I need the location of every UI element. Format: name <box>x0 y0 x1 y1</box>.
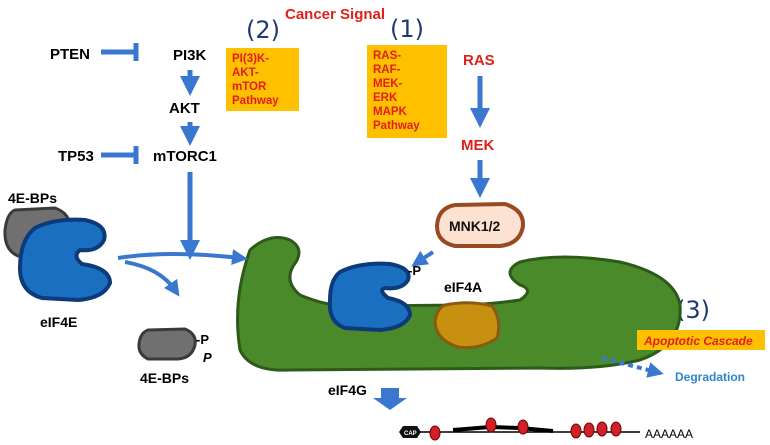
eif4e-protein <box>17 217 113 303</box>
apoptotic-label: Apoptotic Cascade <box>643 334 753 348</box>
release-arrow <box>117 249 248 266</box>
ribosome <box>610 421 622 437</box>
marker-1: (1) <box>390 15 424 43</box>
mek-label: MEK <box>461 137 495 154</box>
pi3k-pathway-box: PI(3)K- AKT- mTOR Pathway <box>226 48 299 111</box>
arrow-mnk-eif4e <box>411 250 435 267</box>
box2-line: mTOR <box>232 81 267 93</box>
tp53-inhibit-icon <box>101 146 139 164</box>
tp53-label: TP53 <box>58 148 94 165</box>
box1-line: Pathway <box>373 120 420 132</box>
cap-icon <box>399 426 421 438</box>
phospho-release-arrow <box>124 260 180 297</box>
box2-line: AKT- <box>232 67 259 79</box>
mnk-label: MNK1/2 <box>449 218 501 234</box>
box1-line: MEK- <box>373 78 403 90</box>
eif4g-label: eIF4G <box>328 382 367 398</box>
ribosome <box>596 421 608 437</box>
pi3k-label: PI3K <box>173 47 207 64</box>
ribosome <box>485 417 497 433</box>
eif4e-label: eIF4E <box>40 314 77 330</box>
4e-bps-phospho-label: -P <box>196 332 209 347</box>
4e-bps-phospho-protein <box>137 327 197 361</box>
4e-bps-top-label: 4E-BPs <box>8 190 57 206</box>
ribosome <box>517 419 529 435</box>
degradation-label: Degradation <box>675 370 745 384</box>
mnk-node: MNK1/2 <box>434 201 526 248</box>
svg-text:RAS- RAF- MEK-: RAS- RAF- MEK- ERK MAPK Pathway <box>373 50 420 132</box>
eif4e-phospho-label: -P <box>408 263 421 278</box>
box2-line: Pathway <box>232 95 279 107</box>
eif4e-bound-protein <box>327 261 413 333</box>
cancer-signal-title: Cancer Signal <box>285 6 385 23</box>
mapk-pathway-box: RAS- RAF- MEK- ERK MAPK Pathway <box>367 45 447 138</box>
mtorc1-label: mTORC1 <box>153 148 217 165</box>
polya-label: AAAAAA <box>645 427 693 441</box>
eif4a-protein <box>433 301 501 350</box>
box1-line: RAF- <box>373 64 401 76</box>
pten-label: PTEN <box>50 46 90 63</box>
box1-line: MAPK <box>373 106 408 118</box>
4e-bps-bottom-label: 4E-BPs <box>140 370 189 386</box>
mrna: CAP AAAAAA <box>399 417 693 441</box>
box2-line: PI(3)K- <box>232 53 269 65</box>
akt-label: AKT <box>169 100 200 117</box>
translation-arrow <box>373 388 407 410</box>
box1-line: ERK <box>373 92 398 104</box>
eif4a-label: eIF4A <box>444 279 482 295</box>
box1-line: RAS- <box>373 50 401 62</box>
pten-inhibit-icon <box>101 43 139 61</box>
ribosome <box>429 425 441 441</box>
svg-text:PI(3)K- AKT- mTOR: PI(3)K- AKT- mTOR Pathway <box>232 53 279 107</box>
ribosome <box>570 423 582 439</box>
4e-bps-phospho-label-2: P <box>203 350 212 365</box>
eif4g-protein <box>236 236 682 372</box>
ribosome <box>583 422 595 438</box>
degradation-arrow <box>601 356 664 378</box>
marker-2: (2) <box>246 16 280 44</box>
ribosomes <box>429 417 622 441</box>
apoptotic-box <box>637 330 765 350</box>
ras-label: RAS <box>463 52 495 69</box>
cap-label: CAP <box>404 431 417 437</box>
